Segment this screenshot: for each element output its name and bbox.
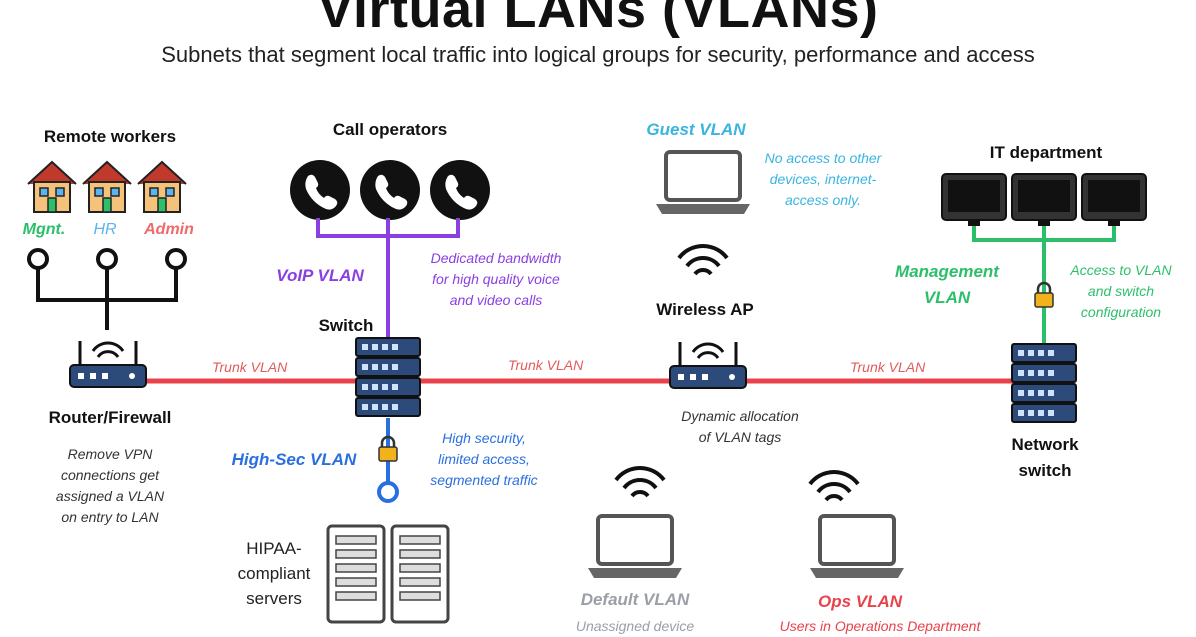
switch-label: Switch	[318, 316, 374, 335]
wifi-icon	[677, 244, 729, 276]
phone-icon	[290, 160, 350, 220]
trunk-label: Trunk VLAN	[850, 359, 926, 375]
management-note-line: and switch	[1087, 283, 1155, 299]
management-note-line: Access to VLAN	[1070, 262, 1172, 278]
router-note: Remove VPN connections get assigned a VL…	[20, 444, 200, 528]
voip-note: Dedicated bandwidth for high quality voi…	[396, 248, 596, 311]
network-switch-label-line: switch	[1018, 461, 1072, 480]
voip-vlan-label: VoIP VLAN	[276, 266, 364, 285]
wifi-icon	[614, 466, 666, 498]
house-icon	[82, 161, 132, 213]
management-vlan-line: VLAN	[923, 288, 971, 307]
laptop-icon	[654, 150, 752, 216]
guest-note-line: No access to other	[764, 150, 882, 166]
server-icon	[326, 524, 386, 624]
router-label: Router/Firewall	[48, 408, 172, 427]
highsec-port	[377, 481, 399, 503]
monitor-icon	[1081, 173, 1147, 227]
highsec-note: High security, limited access, segmented…	[404, 428, 564, 491]
phone-icon	[430, 160, 490, 220]
remote-links	[27, 248, 187, 330]
management-links	[972, 226, 1116, 346]
house-label-mgnt: Mgnt.	[22, 221, 66, 238]
guest-note-line: access only.	[785, 192, 861, 208]
page-title: Virtual LANs (VLANs)	[317, 0, 879, 39]
router-note-line: on entry to LAN	[61, 509, 159, 525]
guest-vlan-label: Guest VLAN	[646, 120, 746, 139]
router-icon[interactable]	[668, 340, 748, 390]
management-note: Access to VLAN and switch configuration	[1052, 260, 1190, 323]
ap-note: Dynamic allocation of VLAN tags	[650, 406, 830, 448]
house-label-admin: Admin	[144, 221, 194, 238]
management-note-line: configuration	[1080, 304, 1162, 320]
trunk-label: Trunk VLAN	[212, 359, 288, 375]
house-icon	[27, 161, 77, 213]
highsec-note-line: segmented traffic	[430, 472, 538, 488]
highsec-vlan-label: High-Sec VLAN	[231, 450, 357, 469]
highsec-note-line: High security,	[442, 430, 526, 446]
servers-label: HIPAA- compliant servers	[214, 536, 334, 611]
it-department-heading: IT department	[989, 143, 1103, 162]
default-vlan-note: Unassigned device	[575, 618, 695, 634]
monitor-icon	[941, 173, 1007, 227]
router-note-line: connections get	[60, 467, 160, 483]
default-vlan-label: Default VLAN	[580, 590, 690, 609]
servers-label-line: HIPAA-	[246, 539, 302, 558]
voip-links	[316, 218, 460, 340]
house-icon	[137, 161, 187, 213]
voip-note-line: for high quality voice	[432, 271, 560, 287]
ops-vlan-label: Ops VLAN	[817, 592, 903, 611]
house-label-hr: HR	[93, 221, 117, 238]
voip-note-line: Dedicated bandwidth	[430, 250, 562, 266]
servers-label-line: servers	[246, 589, 302, 608]
trunk-label: Trunk VLAN	[508, 357, 584, 373]
server-icon	[390, 524, 450, 624]
management-vlan-line: Management	[895, 262, 999, 281]
voip-note-line: and video calls	[449, 292, 543, 308]
guest-note-line: devices, internet-	[769, 171, 877, 187]
laptop-icon	[586, 514, 684, 580]
call-operators-heading: Call operators	[332, 120, 448, 139]
ap-note-line: Dynamic allocation	[681, 408, 799, 424]
ap-note-line: of VLAN tags	[698, 429, 782, 445]
guest-note: No access to other devices, internet- ac…	[740, 148, 906, 211]
management-vlan-label: Management VLAN	[874, 259, 1020, 311]
router-note-line: Remove VPN	[67, 446, 153, 462]
laptop-icon	[808, 514, 906, 580]
switch-icon[interactable]	[355, 337, 421, 417]
network-switch-label: Network switch	[990, 432, 1100, 484]
ops-vlan-note: Users in Operations Department	[779, 618, 981, 634]
page-subtitle: Subnets that segment local traffic into …	[161, 42, 1035, 67]
switch-icon[interactable]	[1011, 343, 1077, 423]
network-switch-label-line: Network	[1011, 435, 1079, 454]
router-icon[interactable]	[68, 339, 148, 389]
servers-label-line: compliant	[237, 564, 311, 583]
router-note-line: assigned a VLAN	[55, 488, 165, 504]
remote-workers-heading: Remote workers	[43, 127, 177, 146]
phone-icon	[360, 160, 420, 220]
wifi-icon	[808, 470, 860, 502]
highsec-note-line: limited access,	[438, 451, 530, 467]
monitor-icon	[1011, 173, 1077, 227]
wireless-ap-label: Wireless AP	[656, 300, 754, 319]
